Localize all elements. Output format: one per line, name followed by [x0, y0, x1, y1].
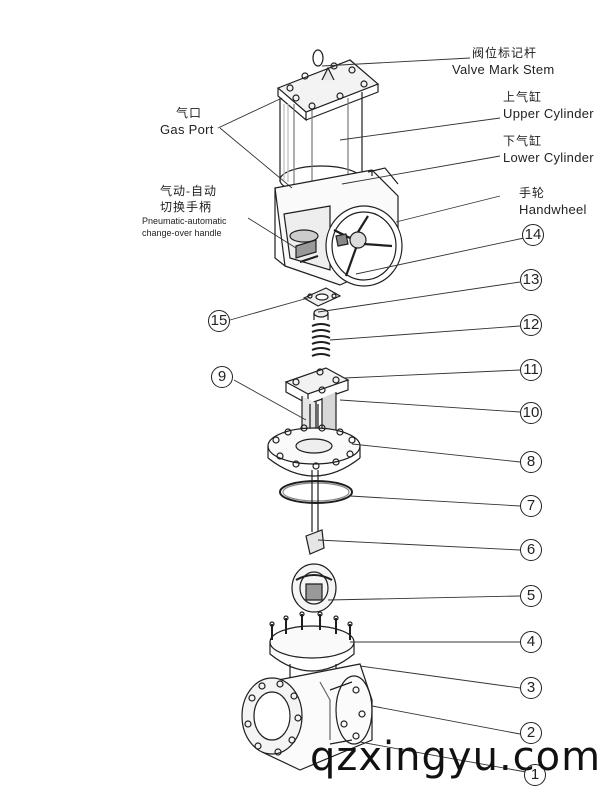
handwheel-label-zh: 手轮	[519, 186, 546, 200]
bracket-assembly	[284, 367, 350, 449]
gas-port-label-en: Gas Port	[160, 122, 214, 137]
upper-cylinder-label-en: Upper Cylinder	[503, 106, 594, 121]
valve-body	[241, 663, 373, 771]
part-number-6: 6	[520, 539, 542, 561]
part-number-2: 2	[520, 722, 542, 744]
part-number-12: 12	[520, 314, 542, 336]
part-number-15: 15	[208, 310, 230, 332]
changeover-label-en-1: Pneumatic-automatic	[142, 216, 227, 226]
spring-and-nut	[311, 308, 331, 357]
changeover-label-en-2: change-over handle	[142, 228, 222, 238]
part-number-5: 5	[520, 585, 542, 607]
part-number-1: 1	[524, 764, 546, 786]
body-top-flange	[269, 611, 355, 672]
part-number-10: 10	[520, 402, 542, 424]
gate-disc	[291, 563, 337, 613]
bonnet-flange	[267, 424, 361, 477]
watermark: qzxingyu.com	[310, 734, 602, 780]
lower-cylinder-label-en: Lower Cylinder	[503, 150, 594, 165]
part-number-4: 4	[520, 631, 542, 653]
gas-port-label-zh: 气口	[176, 106, 203, 120]
part-number-13: 13	[520, 269, 542, 291]
part-number-8: 8	[520, 451, 542, 473]
handwheel-label-en: Handwheel	[519, 202, 587, 217]
part-15-plate	[302, 287, 342, 307]
upper-cylinder-label-zh: 上气缸	[503, 90, 543, 104]
part-number-11: 11	[520, 359, 542, 381]
leader-lines	[217, 57, 527, 773]
valve-mark-stem-label-zh: 阀位标记杆	[472, 46, 538, 60]
changeover-label-zh-2: 切换手柄	[160, 200, 213, 214]
lower-cylinder-label-zh: 下气缸	[503, 134, 543, 148]
valve-stem	[305, 470, 325, 555]
valve-mark-stem-label-en: Valve Mark Stem	[452, 62, 555, 77]
changeover-label-zh-1: 气动-自动	[160, 184, 217, 198]
part-number-3: 3	[520, 677, 542, 699]
part-number-14: 14	[522, 224, 544, 246]
gasket-ring	[279, 480, 353, 504]
part-number-7: 7	[520, 495, 542, 517]
actuator-assembly	[274, 49, 403, 287]
part-number-9: 9	[211, 366, 233, 388]
